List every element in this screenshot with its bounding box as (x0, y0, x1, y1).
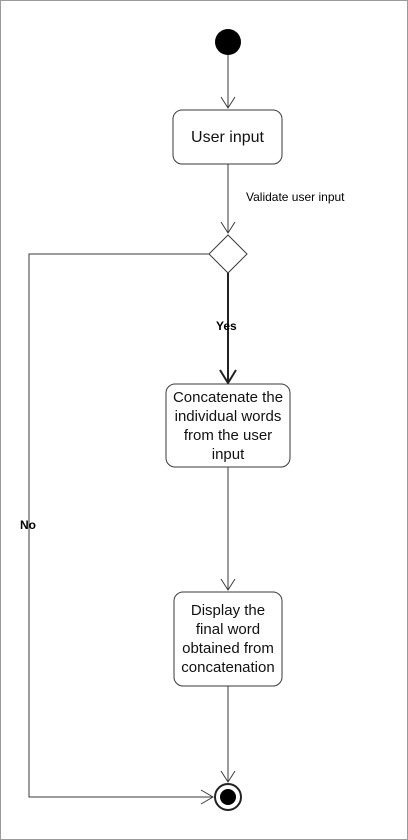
edge-validate-arrowhead (220, 221, 236, 234)
final-node-inner (220, 789, 236, 805)
edge-display-arrowhead (220, 770, 236, 783)
edge-no-label: No (20, 518, 36, 532)
action-concatenate-label: Concatenate the individual words from th… (172, 388, 284, 463)
edge-no-arrowhead (200, 789, 214, 805)
action-display-label: Display the final word obtained from con… (181, 602, 275, 676)
edge-validate-label: Validate user input (246, 190, 345, 204)
edge-concatenate-arrowhead (220, 578, 236, 591)
action-user-input-label: User input (191, 128, 264, 146)
edge-start-arrowhead (220, 96, 236, 109)
edge-yes-arrowhead (219, 369, 237, 385)
decision-node (208, 234, 248, 274)
edge-no (28, 253, 212, 798)
edge-yes-label: Yes (216, 319, 237, 333)
initial-node (215, 29, 241, 55)
